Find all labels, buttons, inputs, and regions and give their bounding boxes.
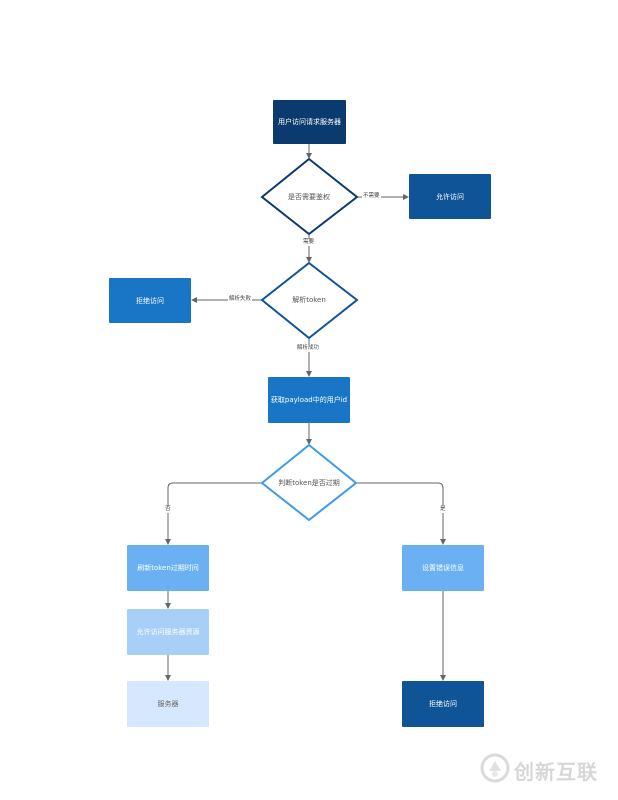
chuangxin-logo-icon xyxy=(480,753,510,787)
decision-diamond-need-auth xyxy=(260,157,359,236)
edge-label-no-need: 不需要 xyxy=(362,193,381,200)
edge-expired-to-set-error xyxy=(356,482,446,545)
node-start: 用户访问请求服务器 xyxy=(273,100,346,144)
node-allow-access: 允许访问 xyxy=(409,174,491,219)
edge-label-parse-success: 解析成功 xyxy=(296,345,321,352)
node-deny-access-1: 拒绝访问 xyxy=(109,278,191,323)
edge-label-parse-fail: 解析失败 xyxy=(228,296,253,303)
node-set-error: 设置错误信息 xyxy=(402,545,484,591)
node-allow-server: 允许访问服务器资源 xyxy=(127,609,209,655)
watermark: 创新互联 xyxy=(480,752,616,788)
edge-label-no: 否 xyxy=(164,506,172,513)
node-refresh-expiry: 刷新token过期时间 xyxy=(127,545,209,591)
edge-label-need: 需要 xyxy=(302,239,316,246)
label-need-auth: 是否需要鉴权 xyxy=(288,193,330,201)
node-deny-access-2: 拒绝访问 xyxy=(402,681,484,727)
node-get-user-id: 获取payload中的用户id xyxy=(268,377,350,423)
edge-expired-to-refresh xyxy=(165,482,262,545)
label-parse-token: 解析token xyxy=(292,296,326,304)
watermark-text: 创新互联 xyxy=(514,759,598,784)
node-server: 服务器 xyxy=(127,681,209,727)
edge-label-yes: 是 xyxy=(439,506,447,513)
label-token-expired: 判断token是否过期 xyxy=(278,479,340,487)
decision-diamond-parse-token xyxy=(260,261,359,340)
decision-diamond-token-expired xyxy=(260,443,358,522)
